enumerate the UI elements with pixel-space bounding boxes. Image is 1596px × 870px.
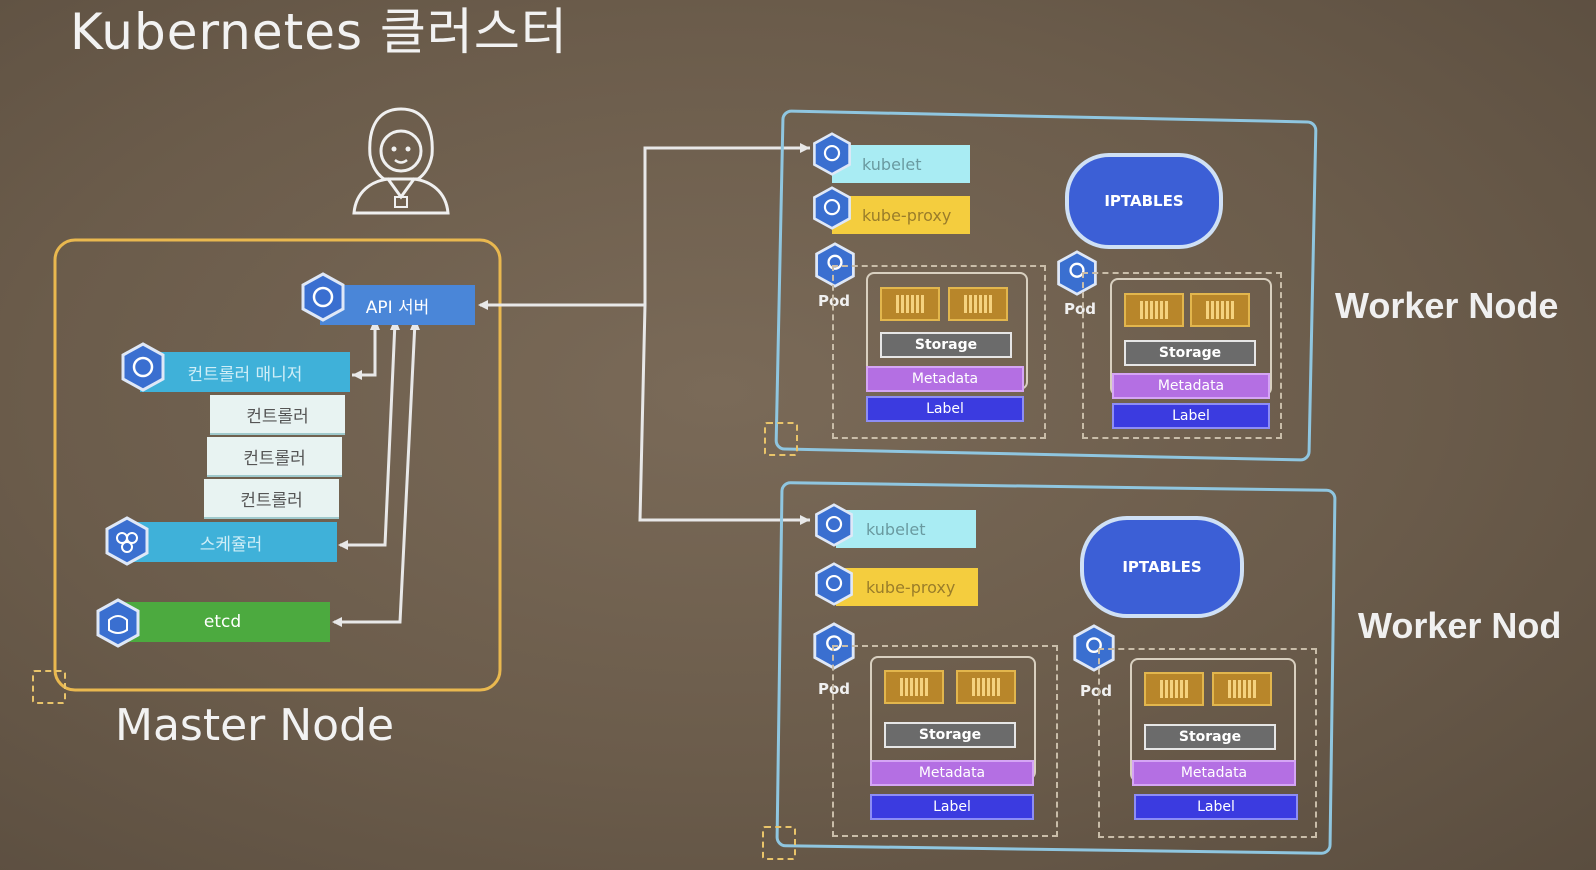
container-icon xyxy=(1190,293,1250,327)
kube-proxy-icon xyxy=(815,562,853,606)
kubelet-label: kubelet xyxy=(862,154,922,174)
storage-box: Storage xyxy=(880,332,1012,358)
iptables: IPTABLES xyxy=(1065,153,1223,249)
kubelet-icon xyxy=(813,132,851,176)
api-to-worker2-kubelet-line xyxy=(638,304,810,522)
arrowhead-to-sched xyxy=(338,540,348,550)
page-title: Kubernetes 클러스터 xyxy=(70,3,568,61)
label-bar: Label xyxy=(870,794,1034,820)
pod-icon xyxy=(1073,624,1115,672)
pod-boundary xyxy=(1082,272,1282,439)
etcd-label: etcd xyxy=(203,612,242,632)
label-bar: Label xyxy=(1134,794,1298,820)
chip-icon xyxy=(32,670,66,704)
pod-boundary xyxy=(1098,648,1317,838)
metadata-bar: Metadata xyxy=(870,760,1034,786)
controller-3: 컨트롤러 xyxy=(204,479,339,519)
kubelet-bar: kubelet xyxy=(836,510,976,548)
user-icon xyxy=(352,107,450,215)
container-icon xyxy=(880,287,940,321)
storage-box: Storage xyxy=(884,722,1016,748)
pod-boundary xyxy=(832,265,1046,439)
controller-1: 컨트롤러 xyxy=(210,395,345,435)
etcd: etcd xyxy=(115,602,330,642)
master-node-caption: Master Node xyxy=(115,700,395,751)
label-bar: Label xyxy=(1112,403,1270,429)
storage-box: Storage xyxy=(1124,340,1256,366)
chip-icon xyxy=(764,422,798,456)
kube-proxy-icon xyxy=(813,186,851,230)
container-icon xyxy=(948,287,1008,321)
iptables: IPTABLES xyxy=(1080,516,1244,618)
scheduler: 스케쥴러 xyxy=(125,522,337,562)
kube-proxy-label: kube-proxy xyxy=(866,577,956,597)
kubelet-icon xyxy=(815,503,853,547)
iptables-label: IPTABLES xyxy=(1122,558,1202,576)
arrowhead-to-etcd xyxy=(332,617,342,627)
container-icon xyxy=(884,670,944,704)
pod-label: Pod xyxy=(1080,682,1113,700)
etcd-icon xyxy=(96,598,140,648)
container-icon xyxy=(956,670,1016,704)
metadata-bar: Metadata xyxy=(866,366,1024,392)
iptables-label: IPTABLES xyxy=(1104,192,1184,210)
scheduler-to-api-line xyxy=(340,321,397,547)
kube-proxy-label: kube-proxy xyxy=(862,205,952,225)
scheduler-label: 스케쥴러 xyxy=(199,534,263,555)
scheduler-icon xyxy=(105,516,149,566)
pod-boundary xyxy=(832,645,1058,837)
worker-node-2-caption: Worker Nod xyxy=(1358,605,1562,646)
container-icon xyxy=(1124,293,1184,327)
controller-2: 컨트롤러 xyxy=(207,437,342,477)
kubelet-label: kubelet xyxy=(866,519,926,539)
pod-label: Pod xyxy=(1064,300,1097,318)
metadata-bar: Metadata xyxy=(1132,760,1296,786)
arrowhead-to-cm xyxy=(352,370,362,380)
kubelet-bar: kubelet xyxy=(832,145,970,183)
controller-manager-label: 컨트롤러 매니저 xyxy=(187,364,303,385)
api-server: API 서버 xyxy=(320,285,475,325)
arrowhead-worker2 xyxy=(800,515,810,525)
worker-node-1-caption: Worker Node xyxy=(1335,285,1559,326)
container-icon xyxy=(1144,672,1204,706)
metadata-bar: Metadata xyxy=(1112,373,1270,399)
label-bar: Label xyxy=(866,396,1024,422)
master-node-box xyxy=(53,238,502,692)
controller-manager-icon xyxy=(121,342,165,392)
pod-label: Pod xyxy=(818,680,851,698)
container-icon xyxy=(1212,672,1272,706)
pod-label: Pod xyxy=(818,292,851,310)
arrowhead-api-in xyxy=(478,300,488,310)
kube-proxy-bar: kube-proxy xyxy=(836,568,978,606)
storage-box: Storage xyxy=(1144,724,1276,750)
api-server-label: API 서버 xyxy=(365,297,430,318)
api-to-worker1-kubelet-line xyxy=(643,146,810,305)
arrowhead-worker1 xyxy=(800,143,810,153)
kube-proxy-bar: kube-proxy xyxy=(832,196,970,234)
api-server-icon xyxy=(301,272,345,322)
etcd-to-api-line xyxy=(334,321,417,624)
pod-icon xyxy=(1057,250,1097,296)
chip-icon xyxy=(762,826,796,860)
controller-manager: 컨트롤러 매니저 xyxy=(140,352,350,392)
